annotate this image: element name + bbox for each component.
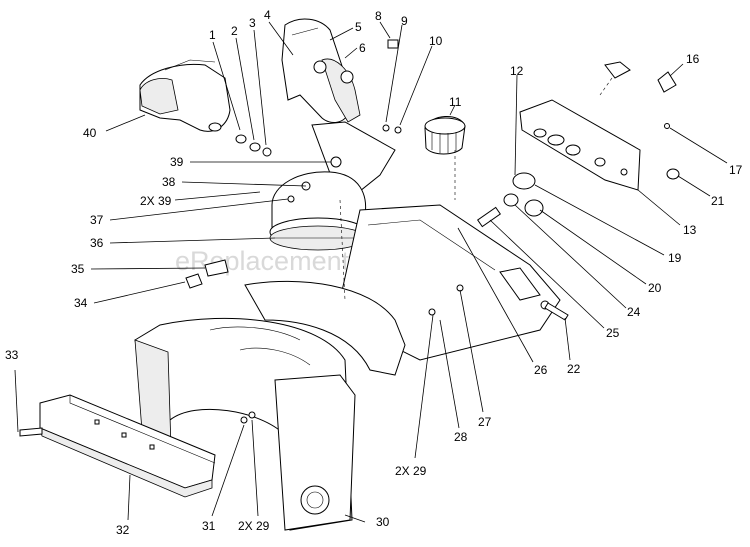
callout-26: 26	[534, 363, 548, 377]
callout-10: 10	[429, 34, 443, 48]
part-8	[387, 39, 399, 49]
part-20	[524, 199, 544, 217]
part-29-bolt	[248, 411, 256, 419]
part-16	[657, 71, 677, 93]
part-35	[204, 259, 229, 277]
guide-lines	[339, 77, 613, 301]
callout-29b: 2X 29	[238, 519, 270, 533]
part-knob	[424, 116, 466, 155]
callout-11: 11	[449, 95, 462, 109]
part-33	[19, 427, 43, 437]
callout-36: 36	[90, 236, 104, 250]
part-31	[240, 416, 248, 424]
part-washer-2	[249, 142, 261, 152]
part-chute-bracket	[281, 18, 361, 123]
callout-4: 4	[264, 8, 271, 22]
callout-labels: 1 2 3 4 5 6 8 9 10 11 12 13 16 17 19 20 …	[5, 8, 743, 537]
callout-31: 31	[202, 519, 216, 533]
part-key	[604, 61, 631, 79]
callout-38: 38	[162, 175, 176, 189]
part-auger-housing	[134, 280, 406, 531]
callout-27: 27	[478, 415, 492, 429]
callout-37: 37	[90, 213, 104, 227]
callout-5: 5	[355, 20, 362, 34]
callout-39b: 2X 39	[140, 194, 172, 208]
callout-35: 35	[71, 262, 85, 276]
part-deflector-chute	[139, 59, 231, 132]
callout-30: 30	[376, 515, 390, 529]
callout-19: 19	[668, 251, 682, 265]
callout-33: 33	[5, 348, 19, 362]
part-10	[394, 126, 402, 134]
callout-17: 17	[729, 163, 743, 177]
part-24	[503, 193, 519, 207]
callout-2: 2	[231, 24, 238, 38]
callout-20: 20	[648, 281, 662, 295]
part-25	[476, 206, 502, 228]
part-control-panel	[519, 99, 641, 191]
part-28-bolt	[428, 308, 436, 316]
callout-9: 9	[401, 14, 408, 28]
callout-3: 3	[249, 16, 256, 30]
callout-16: 16	[686, 52, 700, 66]
part-9	[382, 124, 390, 132]
callout-32: 32	[116, 523, 130, 537]
callout-1: 1	[209, 28, 216, 42]
callout-21: 21	[711, 194, 725, 208]
callout-8: 8	[375, 9, 382, 23]
callout-24: 24	[627, 305, 641, 319]
callout-39: 39	[170, 155, 184, 169]
part-washer-3	[262, 147, 272, 157]
callout-6: 6	[359, 41, 366, 55]
part-washer-1	[235, 134, 247, 144]
part-21	[666, 168, 680, 180]
leader-lines	[14, 21, 728, 523]
part-34	[185, 273, 203, 289]
part-17	[664, 123, 670, 129]
callout-34: 34	[74, 296, 88, 310]
callout-12: 12	[510, 64, 524, 78]
callout-28: 28	[454, 430, 468, 444]
callout-13: 13	[683, 223, 697, 237]
callout-29a: 2X 29	[395, 464, 427, 478]
callout-22: 22	[567, 362, 581, 376]
part-19	[512, 172, 536, 190]
callout-25: 25	[606, 326, 620, 340]
callout-40: 40	[83, 126, 97, 140]
